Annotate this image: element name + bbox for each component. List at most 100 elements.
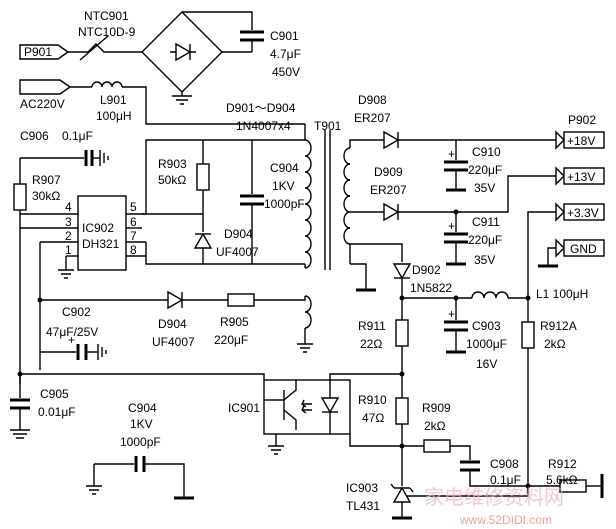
bridge-value: 1N4007x4: [236, 119, 291, 133]
c904b-ref: C904: [128, 401, 157, 415]
c904-ref: C904: [270, 161, 299, 175]
c905-capacitor: C905 0.01μF: [10, 371, 265, 439]
d909-ref: D909: [374, 165, 403, 179]
c905-ref: C905: [40, 387, 69, 401]
r907-value: 30kΩ: [32, 189, 60, 203]
c906-value: 0.1μF: [62, 129, 93, 143]
c911-plus: +: [448, 219, 455, 233]
c910-capacitor: + C910 220μF 35V: [444, 140, 502, 195]
c908-capacitor: C908 0.1μF: [460, 457, 528, 487]
c904-value: 1000pF: [264, 197, 305, 211]
d908-ref: D908: [358, 93, 387, 107]
d902-diode: D902 1N5822: [350, 243, 452, 298]
l901-value: 100μH: [96, 109, 132, 123]
c911-ref: C911: [472, 215, 500, 229]
c910-value: 220μF: [468, 163, 502, 177]
ic901-label: IC901: [228, 401, 260, 415]
watermark-cn: 家电维修资料网: [424, 486, 564, 509]
c908-ref: C908: [490, 457, 519, 471]
r912a-resistor: R912A 2kΩ: [521, 298, 577, 486]
transformer-t901: T901: [250, 119, 384, 353]
ic901-optocoupler: IC901: [228, 373, 402, 455]
c908-value: 0.1μF: [490, 473, 521, 487]
r910-resistor: R910 47Ω: [349, 374, 409, 447]
c904-capacitor: C904 1KV 1000pF: [203, 139, 305, 264]
c903-plus: +: [448, 307, 455, 321]
out-18v: +18V: [567, 134, 595, 148]
ac220v-label: AC220V: [20, 97, 65, 111]
c904b-capacitor: C904 1KV 1000pF: [86, 401, 194, 500]
pin-7: 7: [130, 229, 137, 243]
c905-value: 0.01μF: [38, 405, 76, 419]
l901-ref: L901: [100, 93, 127, 107]
r911-ref: R911: [358, 319, 386, 333]
l1-label: L1 100μH: [536, 287, 588, 301]
p901-label: P901: [24, 45, 52, 59]
r903-value: 50kΩ: [158, 173, 186, 187]
r905-value: 220μF: [214, 333, 248, 347]
ic902-chip: IC902 DH321 4 3 2 1 5 6 7 8: [20, 139, 305, 370]
ntc901-thermistor: NTC901 NTC10D-9: [68, 9, 146, 61]
d902-value: 1N5822: [410, 281, 452, 295]
l1-inductor: L1 100μH: [402, 211, 588, 301]
c910-plus: +: [448, 147, 455, 161]
c902-capacitor: + C902 47μF/25V: [40, 305, 107, 360]
c911-voltage: 35V: [474, 253, 495, 267]
c911-value: 220μF: [468, 233, 502, 247]
r907-resistor: R907 30kΩ: [13, 158, 61, 384]
d904-value: UF4007: [216, 245, 259, 259]
c902-value: 47μF/25V: [46, 325, 98, 339]
pin-8: 8: [130, 243, 137, 257]
watermark-url: www.52DIDI.com: [459, 513, 552, 527]
connector-ac220v: AC220V: [19, 79, 72, 111]
r909-resistor: R909 2kΩ: [402, 401, 471, 460]
out-13v: +13V: [567, 170, 595, 184]
c901-value2: 450V: [272, 65, 300, 79]
ntc901-ref: NTC901: [84, 9, 129, 23]
ic903-ref: IC903: [346, 481, 378, 495]
r910-ref: R910: [358, 393, 387, 407]
pin-4: 4: [65, 200, 72, 214]
c911-capacitor: + C911 220μF 35V: [444, 212, 502, 267]
bridge-rectifier-d901-d904: D901～D904 1N4007x4: [141, 11, 296, 133]
d908-diode: D908 ER207: [354, 93, 556, 150]
l901-inductor: L901 100μH: [70, 81, 305, 125]
c906-capacitor: C906 0.1μF: [20, 129, 109, 166]
pin-2: 2: [65, 229, 72, 243]
c902-ref: C902: [62, 305, 91, 319]
r909-value: 2kΩ: [424, 419, 446, 433]
c903-value: 1000μF: [466, 337, 507, 351]
c910-voltage: 35V: [474, 181, 495, 195]
c903-voltage: 16V: [476, 357, 497, 371]
r909-ref: R909: [422, 401, 451, 415]
r912-ref: R912: [548, 457, 577, 471]
ic903-tl431: IC903 TL431: [346, 446, 529, 520]
connector-p902: P902 +18V +13V +3.3V GND: [538, 113, 605, 268]
ic902-value: DH321: [82, 237, 120, 251]
c904b-value: 1000pF: [120, 435, 161, 449]
r911-resistor: R911 22Ω: [358, 298, 409, 374]
c903-ref: C903: [472, 319, 501, 333]
c904b-voltage: 1KV: [130, 417, 153, 431]
d904b-diode: D904 UF4007: [40, 290, 228, 349]
r903-ref: R903: [158, 157, 187, 171]
c903-capacitor: + C903 1000μF 16V: [444, 298, 507, 371]
r912-value: 5.6kΩ: [546, 473, 578, 487]
connector-p901: P901: [19, 44, 70, 60]
d904b-value: UF4007: [152, 335, 195, 349]
r903-resistor: R903 50kΩ: [142, 140, 210, 215]
out-3v3: +3.3V: [567, 206, 599, 220]
pin-1: 1: [65, 243, 72, 257]
pin-5: 5: [130, 200, 137, 214]
bridge-ref: D901～D904: [226, 101, 296, 115]
r907-ref: R907: [32, 173, 61, 187]
d904-ref: D904: [224, 227, 253, 241]
ic902-ref: IC902: [82, 221, 114, 235]
d904b-ref: D904: [158, 317, 187, 331]
d908-value: ER207: [354, 111, 391, 125]
pin-6: 6: [130, 215, 137, 229]
c901-ref: C901: [270, 29, 299, 43]
c904-voltage: 1KV: [272, 179, 295, 193]
c901-capacitor: C901 4.7μF 450V: [182, 11, 301, 79]
